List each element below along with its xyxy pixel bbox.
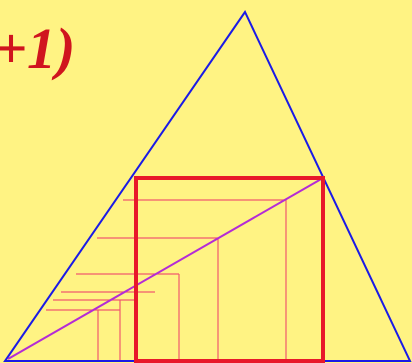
large-triangle [3, 10, 412, 362]
formula-fragment: +1) [0, 16, 76, 81]
inscribed-square [134, 176, 325, 363]
nested-rectangles [46, 199, 287, 361]
diagonal-line [7, 177, 324, 360]
